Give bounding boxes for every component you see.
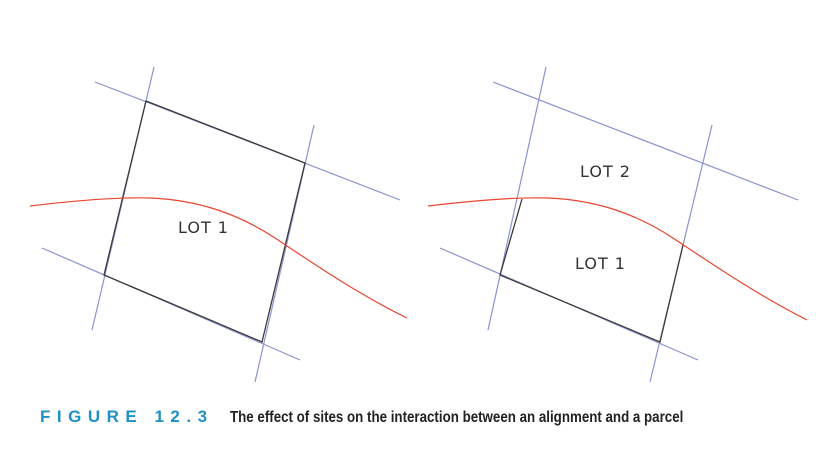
right-panel: LOT 2 LOT 1 bbox=[427, 66, 808, 383]
lot-label-2: LOT 2 bbox=[580, 162, 631, 181]
figure-diagram: LOT 1 LOT 2 LOT 1 bbox=[29, 66, 808, 383]
left-panel: LOT 1 bbox=[29, 66, 408, 383]
alignment-curve bbox=[427, 197, 808, 321]
parcel-boundary bbox=[103, 100, 306, 343]
caption-text: The effect of sites on the interaction b… bbox=[229, 409, 683, 426]
figure-caption: FIGURE 12.3 The effect of sites on the i… bbox=[40, 407, 757, 437]
lot-label-1: LOT 1 bbox=[575, 254, 626, 273]
figure-number: FIGURE 12.3 bbox=[40, 407, 214, 426]
alignment-curve bbox=[29, 197, 408, 319]
blue-line-top bbox=[492, 81, 799, 201]
parcel-boundary-lot1 bbox=[499, 198, 684, 343]
lot-label: LOT 1 bbox=[178, 218, 229, 237]
